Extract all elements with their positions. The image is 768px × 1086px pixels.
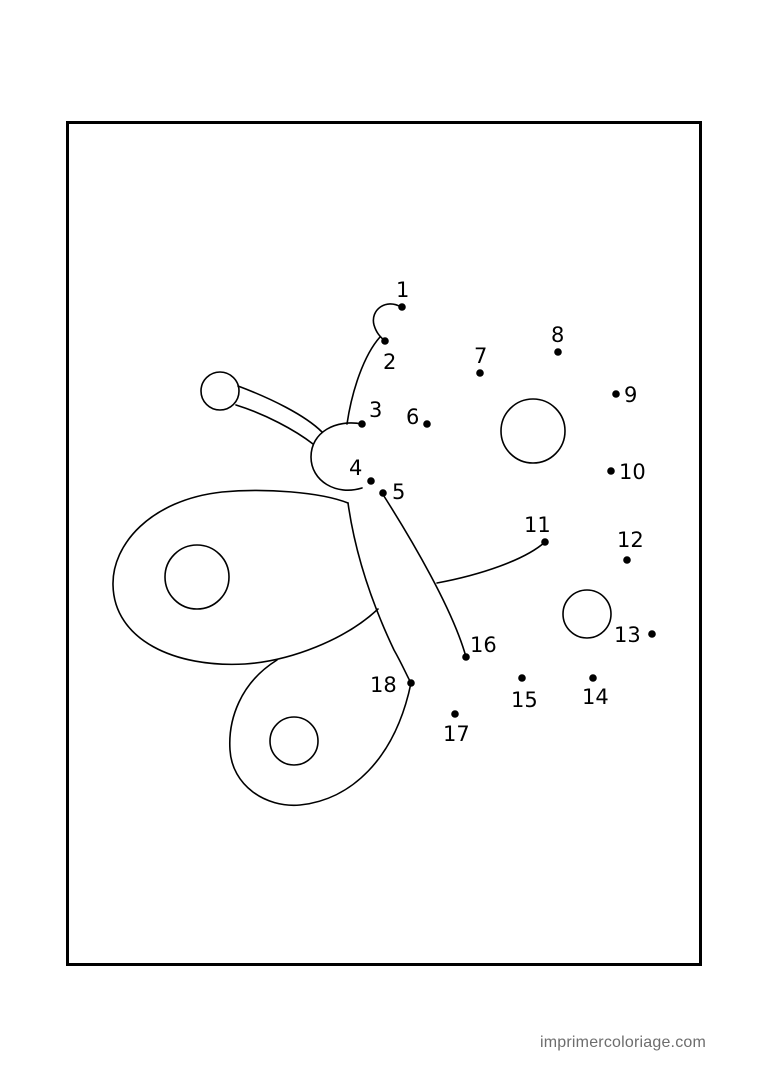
wing-spot-upper — [164, 544, 230, 610]
antenna-left-inner — [235, 404, 314, 445]
site-credit[interactable]: imprimercoloriage.com — [540, 1034, 707, 1051]
dot-label-10: 10 — [619, 460, 646, 484]
dot-1 — [398, 303, 406, 311]
dot-label-18: 18 — [370, 673, 397, 697]
wing-spot-right-upper — [500, 398, 566, 464]
wing-spot-lower — [269, 716, 319, 766]
dot-label-13: 13 — [614, 623, 641, 647]
dot-17 — [451, 710, 459, 718]
dot-11 — [541, 538, 549, 546]
dot-15 — [518, 674, 526, 682]
wing-spot-right-lower — [562, 589, 612, 639]
dot-2 — [381, 337, 389, 345]
butterfly-body — [381, 492, 467, 658]
dot-8 — [554, 348, 562, 356]
dot-label-15: 15 — [511, 688, 538, 712]
dot-label-8: 8 — [551, 323, 564, 347]
dot-10 — [607, 467, 615, 475]
wing-lower-left — [229, 659, 412, 806]
dot-12 — [623, 556, 631, 564]
dot-9 — [612, 390, 620, 398]
dot-5 — [379, 489, 387, 497]
dot-18 — [407, 679, 415, 687]
dot-label-1: 1 — [396, 278, 409, 302]
dot-6 — [423, 420, 431, 428]
dot-label-7: 7 — [474, 344, 487, 368]
wing-vein-line — [436, 541, 546, 584]
dot-label-11: 11 — [524, 513, 551, 537]
dot-3 — [358, 420, 366, 428]
worksheet-frame — [66, 121, 702, 966]
dot-14 — [589, 674, 597, 682]
dot-16 — [462, 653, 470, 661]
dot-13 — [648, 630, 656, 638]
body-left-edge — [347, 502, 412, 684]
dot-label-17: 17 — [443, 722, 470, 746]
antenna-left — [237, 385, 323, 433]
dot-7 — [476, 369, 484, 377]
antenna-ball — [200, 371, 240, 411]
dot-label-2: 2 — [383, 350, 396, 374]
dot-label-6: 6 — [406, 405, 419, 429]
dot-label-16: 16 — [470, 633, 497, 657]
antenna-curl — [372, 303, 402, 342]
dot-label-5: 5 — [392, 480, 405, 504]
antenna-right — [346, 336, 381, 425]
butterfly-head — [310, 422, 363, 491]
dot-label-3: 3 — [369, 398, 382, 422]
wing-upper-left — [112, 489, 379, 666]
dot-label-12: 12 — [617, 528, 644, 552]
dot-label-4: 4 — [349, 456, 362, 480]
dot-label-14: 14 — [582, 685, 609, 709]
dot-label-9: 9 — [624, 383, 637, 407]
dot-4 — [367, 477, 375, 485]
